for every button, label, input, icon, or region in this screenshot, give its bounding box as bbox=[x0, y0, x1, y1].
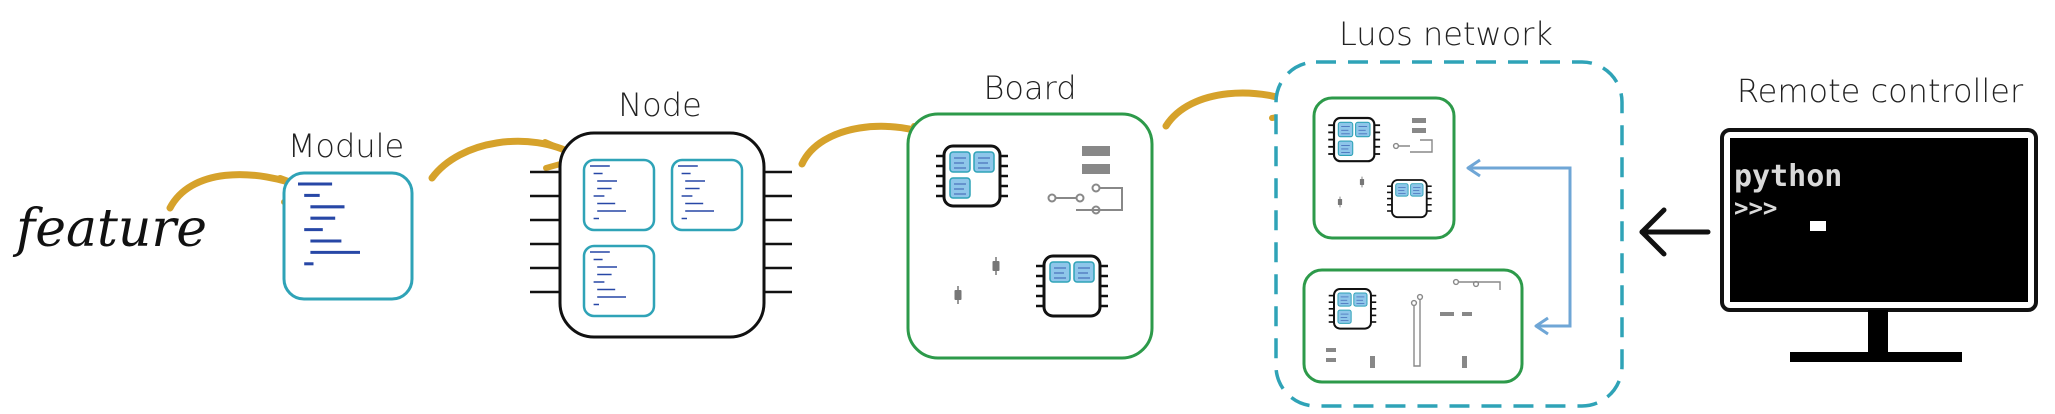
terminal-cursor bbox=[1810, 221, 1826, 231]
module-box bbox=[282, 171, 414, 301]
terminal-line-2: >>> bbox=[1734, 194, 1777, 222]
board-label: Board bbox=[983, 69, 1076, 107]
board-box bbox=[906, 112, 1154, 360]
network-link bbox=[1466, 158, 1572, 336]
node-module-2 bbox=[670, 158, 744, 232]
terminal-line-1: python bbox=[1734, 159, 1842, 194]
node-module-1 bbox=[582, 158, 656, 232]
trace-icon bbox=[1047, 183, 1123, 215]
network-label: Luos network bbox=[1339, 15, 1553, 53]
chip-icon bbox=[934, 144, 1010, 208]
chip-icon bbox=[1034, 254, 1110, 318]
connector-icon bbox=[1082, 146, 1110, 174]
network-box bbox=[1274, 60, 1624, 408]
network-board-1 bbox=[1312, 96, 1456, 240]
left-arrow-icon bbox=[1639, 207, 1711, 257]
feature-label: feature bbox=[12, 199, 207, 259]
node-box bbox=[530, 131, 792, 339]
remote-label: Remote controller bbox=[1737, 72, 2024, 110]
monitor-icon: python >>> bbox=[1720, 128, 2038, 362]
node-label: Node bbox=[618, 86, 702, 124]
network-board-2 bbox=[1302, 268, 1524, 384]
module-label: Module bbox=[288, 127, 404, 165]
node-module-3 bbox=[582, 244, 656, 318]
